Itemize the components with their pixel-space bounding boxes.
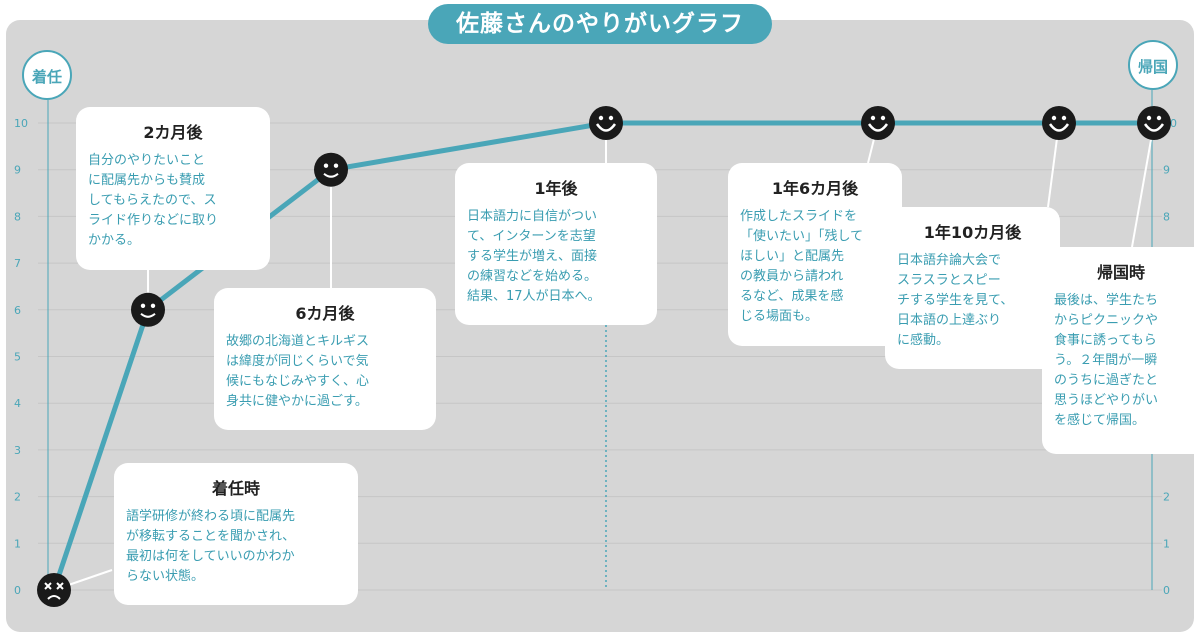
y-tick-label-right: 1 [1163, 537, 1170, 550]
annotation-text: 最後は、学生たち からピクニックや 食事に誘ってもら う。２年間が一瞬 のうちに… [1054, 293, 1159, 428]
y-tick-label-right: 2 [1163, 491, 1170, 504]
smile-mouth [323, 172, 339, 178]
grin-mouth [595, 123, 617, 132]
annotation-text: 故郷の北海道とキルギス は緯度が同じくらいで気 候にもなじみやすく、心 身共に健… [226, 334, 370, 409]
start-label: 着任 [22, 50, 72, 100]
y-tick-label-left: 5 [14, 351, 21, 364]
annotation-card-1: 2カ月後 自分のやりたいこと に配属先からも賛成 してもらえたので、ス ライド作… [76, 107, 270, 270]
grin-mouth [867, 123, 889, 132]
y-tick-label-left: 1 [14, 537, 21, 550]
annotation-card-4: 1年6カ月後 作成したスライドを 「使いたい」「残して ほしい」と配属先 の教員… [728, 163, 902, 346]
grin-mouth [1048, 123, 1070, 132]
annotation-text: 語学研修が終わる頃に配属先 が移転することを聞かされ、 最初は何をしていいのかわ… [126, 509, 296, 584]
annotation-card-0: 着任時 語学研修が終わる頃に配属先 が移転することを聞かされ、 最初は何をしてい… [114, 463, 358, 605]
face-icon [1137, 106, 1171, 140]
y-tick-label-right: 9 [1163, 164, 1170, 177]
y-tick-label-right: 8 [1163, 210, 1170, 223]
face-icon [1042, 106, 1076, 140]
eye [1061, 115, 1067, 121]
point-marker [37, 573, 71, 607]
point-marker [589, 106, 623, 140]
y-tick-label-left: 3 [14, 444, 21, 457]
grin-mouth [1143, 123, 1165, 132]
dizzy-eyes [44, 582, 64, 590]
eye [870, 115, 876, 121]
annotation-title: 1年後 [534, 179, 578, 198]
annotation-card-3: 1年後 日本語力に自信がつい て、インターンを志望 する学生が増え、面接 の練習… [455, 163, 657, 325]
face-icon [861, 106, 895, 140]
annotation-text: 日本語力に自信がつい て、インターンを志望 する学生が増え、面接 の練習などを始… [467, 209, 601, 304]
eye [880, 115, 886, 121]
y-tick-label-left: 9 [14, 164, 21, 177]
annotation-title: 2カ月後 [143, 123, 203, 142]
y-tick-label-right: 0 [1163, 584, 1170, 597]
face-icon [131, 292, 165, 327]
annotation-title: 1年10カ月後 [923, 223, 1022, 242]
annotation-text: 自分のやりたいこと に配属先からも賛成 してもらえたので、ス ライド作りなどに取… [88, 153, 219, 248]
point-marker [1137, 106, 1171, 140]
eye [333, 163, 339, 168]
y-tick-label-left: 4 [14, 397, 21, 410]
annotation-title: 6カ月後 [295, 304, 355, 323]
y-tick-label-left: 0 [14, 584, 21, 597]
face-icon [37, 573, 71, 607]
chart-title: 佐藤さんのやりがいグラフ [428, 4, 772, 44]
annotation-card-2: 6カ月後 故郷の北海道とキルギス は緯度が同じくらいで気 候にもなじみやすく、心… [214, 288, 436, 430]
eye [1156, 115, 1162, 121]
eye [608, 115, 614, 121]
point-marker [131, 292, 165, 327]
eye [1146, 115, 1152, 121]
end-label: 帰国 [1128, 40, 1178, 90]
annotation-title: 1年6カ月後 [771, 179, 859, 198]
eye [1051, 115, 1057, 121]
face-icon [314, 152, 348, 187]
annotation-card-6: 帰国時 最後は、学生たち からピクニックや 食事に誘ってもら う。２年間が一瞬 … [1042, 247, 1200, 454]
frown-mouth [47, 595, 61, 600]
callout-pointer [1131, 122, 1155, 248]
eye [150, 303, 156, 308]
eye [598, 115, 604, 121]
y-tick-label-left: 7 [14, 257, 21, 270]
point-marker [861, 106, 895, 140]
annotation-card-5: 1年10カ月後 日本語弁論大会で スラスラとスピー チする学生を見て、 日本語の… [885, 207, 1060, 369]
eye [140, 303, 146, 308]
annotation-title: 着任時 [211, 479, 260, 498]
annotation-text: 作成したスライドを 「使いたい」「残して ほしい」と配属先 の教員から請われ る… [740, 209, 864, 324]
point-marker [1042, 106, 1076, 140]
eye [323, 163, 329, 168]
smile-mouth [140, 313, 156, 318]
y-tick-label-left: 6 [14, 304, 21, 317]
face-icon [589, 106, 623, 140]
point-marker [314, 152, 348, 187]
annotation-title: 帰国時 [1096, 263, 1145, 282]
y-tick-label-left: 2 [14, 491, 21, 504]
annotation-text: 日本語弁論大会で スラスラとスピー チする学生を見て、 日本語の上達ぶり に感動… [897, 253, 1014, 348]
y-tick-label-left: 10 [14, 117, 28, 130]
y-tick-label-left: 8 [14, 210, 21, 223]
